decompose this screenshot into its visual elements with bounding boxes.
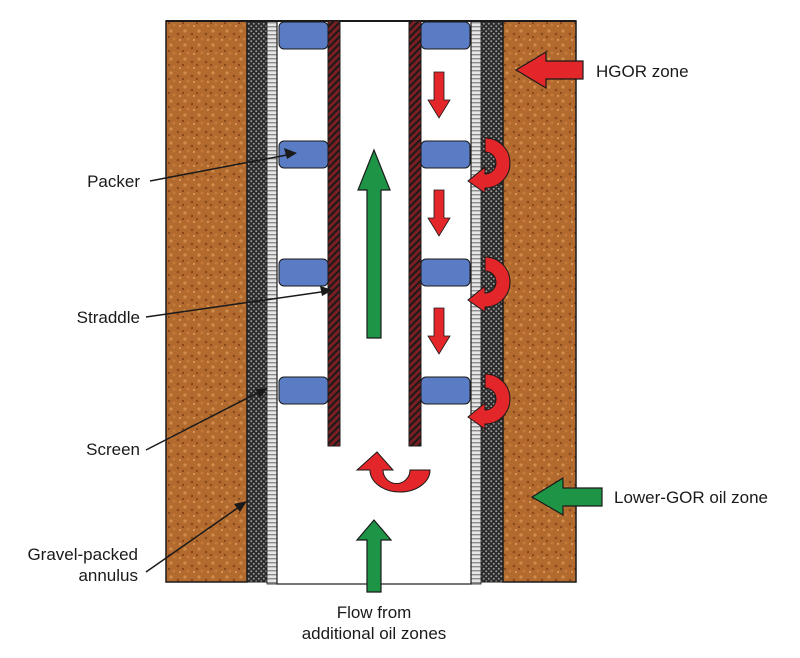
screen-left xyxy=(266,20,278,585)
arrow-up-green-icon xyxy=(357,148,391,339)
packer xyxy=(420,258,471,287)
label-lower-gor-zone: Lower-GOR oil zone xyxy=(614,488,769,507)
arrow-up-green-icon xyxy=(355,519,393,593)
leader-screen xyxy=(145,388,268,451)
label-screen: Screen xyxy=(86,440,140,459)
packer xyxy=(278,140,329,169)
u-turn-red-icon xyxy=(355,451,431,493)
u-turn-red-icon xyxy=(467,137,511,194)
label-straddle: Straddle xyxy=(76,308,140,327)
packer xyxy=(278,21,329,50)
packer xyxy=(278,258,329,287)
label-gravel-line2: annulus xyxy=(78,566,138,585)
formation-left xyxy=(165,20,248,583)
packer xyxy=(420,376,471,405)
label-packer: Packer xyxy=(87,172,140,191)
arrow-down-red-icon xyxy=(427,71,451,119)
label-flow-line1: Flow from xyxy=(336,603,412,622)
leader-gravel xyxy=(145,501,247,573)
leader-straddle xyxy=(145,286,333,318)
u-turn-red-icon xyxy=(467,256,511,313)
straddle-left xyxy=(327,20,341,447)
arrow-left-red-icon xyxy=(514,50,584,90)
arrow-left-green-icon xyxy=(530,476,603,517)
packer xyxy=(420,21,471,50)
packer xyxy=(420,140,471,169)
label-gravel-line1: Gravel-packed xyxy=(27,545,138,564)
u-turn-red-icon xyxy=(467,373,511,430)
arrow-down-red-icon xyxy=(427,189,451,237)
label-flow-line2: additional oil zones xyxy=(301,624,447,643)
straddle-right xyxy=(408,20,422,447)
packer xyxy=(278,376,329,405)
label-hgor-zone: HGOR zone xyxy=(596,62,689,81)
arrow-down-red-icon xyxy=(427,307,451,355)
leader-packer xyxy=(149,148,297,182)
